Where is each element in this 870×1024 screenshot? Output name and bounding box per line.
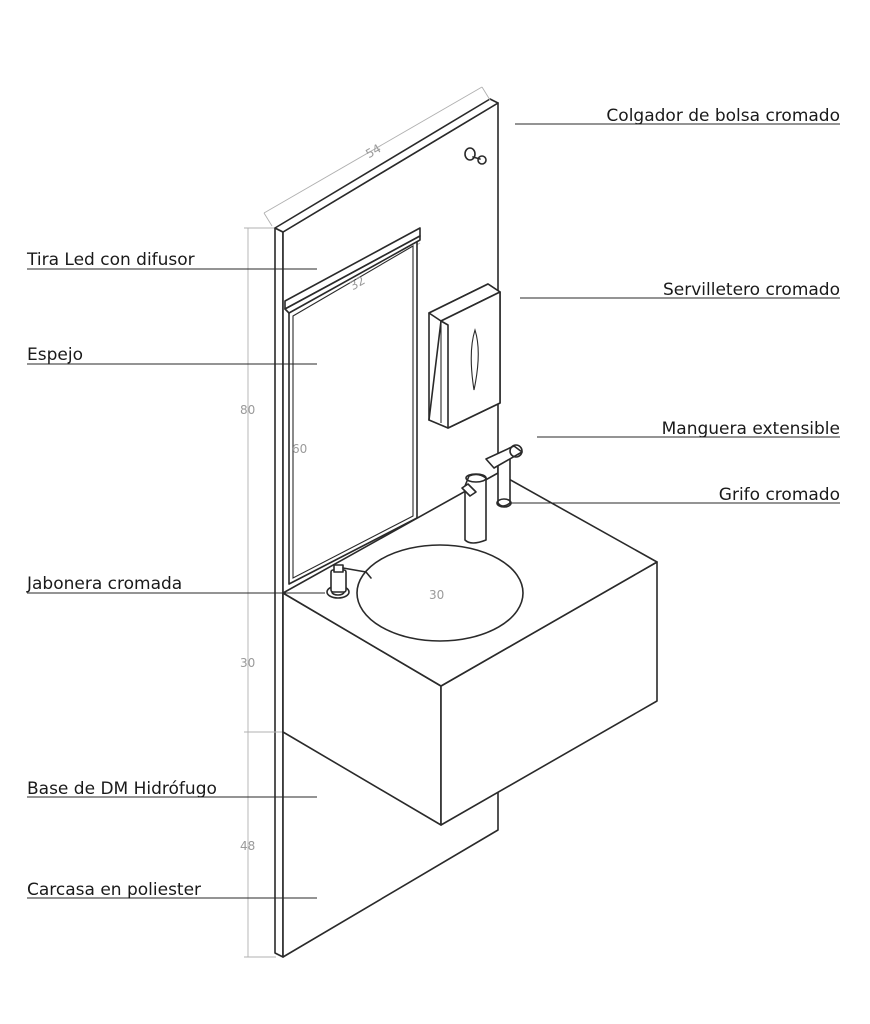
dim-panel-height: 80 bbox=[240, 403, 255, 417]
label-bag-hook: Colgador de bolsa cromado bbox=[606, 106, 840, 126]
label-extensible-hose: Manguera extensible bbox=[662, 419, 840, 439]
dim-mirror-height: 60 bbox=[292, 442, 307, 456]
dim-counter-height: 30 bbox=[240, 656, 255, 670]
soap-dispenser-icon bbox=[326, 564, 372, 599]
sink-bowl bbox=[356, 544, 524, 642]
dim-base-height: 48 bbox=[240, 839, 255, 853]
napkin-dispenser bbox=[428, 283, 501, 429]
label-napkin-dispenser: Servilletero cromado bbox=[663, 280, 840, 300]
leader-lines bbox=[27, 123, 840, 899]
label-faucet: Grifo cromado bbox=[719, 485, 840, 505]
label-soap-dispenser: Jabonera cromada bbox=[26, 574, 182, 594]
label-shell: Carcasa en poliester bbox=[27, 880, 201, 900]
label-mirror: Espejo bbox=[27, 345, 83, 365]
label-led-strip: Tira Led con difusor bbox=[26, 250, 195, 270]
bag-hook-icon bbox=[464, 147, 487, 165]
dim-panel-width: 54 bbox=[363, 141, 383, 161]
led-strip bbox=[284, 227, 421, 314]
label-base: Base de DM Hidrófugo bbox=[27, 779, 217, 799]
dim-mirror-width: 32 bbox=[347, 273, 367, 293]
basin-cabinet bbox=[282, 472, 658, 826]
faucet-icon bbox=[461, 473, 487, 544]
dim-basin-diameter: 30 bbox=[429, 588, 444, 602]
